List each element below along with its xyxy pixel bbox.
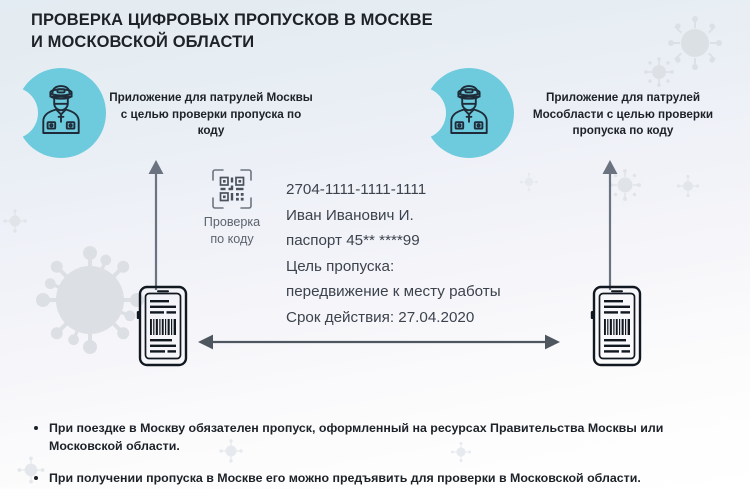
bullet-icon	[34, 476, 38, 480]
page-title-line-1: ПРОВЕРКА ЦИФРОВЫХ ПРОПУСКОВ В МОСКВЕ	[31, 11, 433, 29]
page-title: ПРОВЕРКА ЦИФРОВЫХ ПРОПУСКОВ В МОСКВЕ И М…	[31, 9, 591, 53]
virus-particle-icon	[676, 174, 700, 198]
smartphone-left	[134, 285, 192, 367]
qr-check-block: Проверка по коду	[186, 168, 278, 248]
virus-particle-icon	[666, 14, 724, 72]
arrow-up-right	[601, 158, 619, 290]
pass-number: 2704-1111-1111-1111	[286, 181, 427, 198]
arrow-bidirectional-horizontal	[196, 332, 562, 352]
notes-list: При поездке в Москву обязателен пропуск,…	[31, 420, 731, 488]
page-title-line-2: И МОСКОВСКОЙ ОБЛАСТИ	[31, 33, 255, 51]
pass-passport: паспорт 45** ****99	[286, 232, 420, 249]
note-text: При поездке в Москву обязателен пропуск,…	[49, 421, 664, 453]
note-item: При поездке в Москву обязателен пропуск,…	[31, 420, 731, 455]
badge-mosoblast-patrol	[420, 64, 518, 162]
pass-purpose-value: передвижение к месту работы	[286, 283, 501, 300]
pass-details: 2704-1111-1111-1111 Иван Иванович И. пас…	[286, 177, 586, 330]
smartphone-pass-icon	[136, 285, 188, 367]
virus-particle-icon	[31, 241, 149, 359]
virus-particle-icon	[643, 56, 675, 88]
bullet-icon	[34, 426, 38, 430]
arrow-up-left	[147, 158, 165, 290]
pass-purpose-label: Цель пропуска:	[286, 257, 395, 275]
smartphone-right	[588, 285, 646, 367]
pass-holder-name: Иван Иванович И.	[286, 206, 414, 224]
smartphone-pass-icon	[590, 285, 642, 367]
police-officer-icon	[42, 85, 80, 134]
qr-scan-icon	[212, 169, 252, 209]
qr-check-label-line-1: Проверка	[203, 215, 261, 229]
police-officer-icon	[450, 85, 488, 134]
note-text: При получении пропуска в Москве его можн…	[49, 471, 641, 485]
note-item: При получении пропуска в Москве его можн…	[31, 470, 731, 488]
badge-moscow-patrol-caption: Приложение для патрулей Москвы с целью п…	[109, 91, 313, 137]
pass-valid-until: Срок действия: 27.04.2020	[286, 308, 475, 326]
virus-particle-icon	[2, 208, 28, 234]
badge-mosoblast-patrol-caption: Приложение для патрулей Мособласти с цел…	[532, 91, 714, 137]
qr-check-label-line-2: по коду	[210, 232, 254, 246]
badge-moscow-patrol	[12, 64, 110, 162]
